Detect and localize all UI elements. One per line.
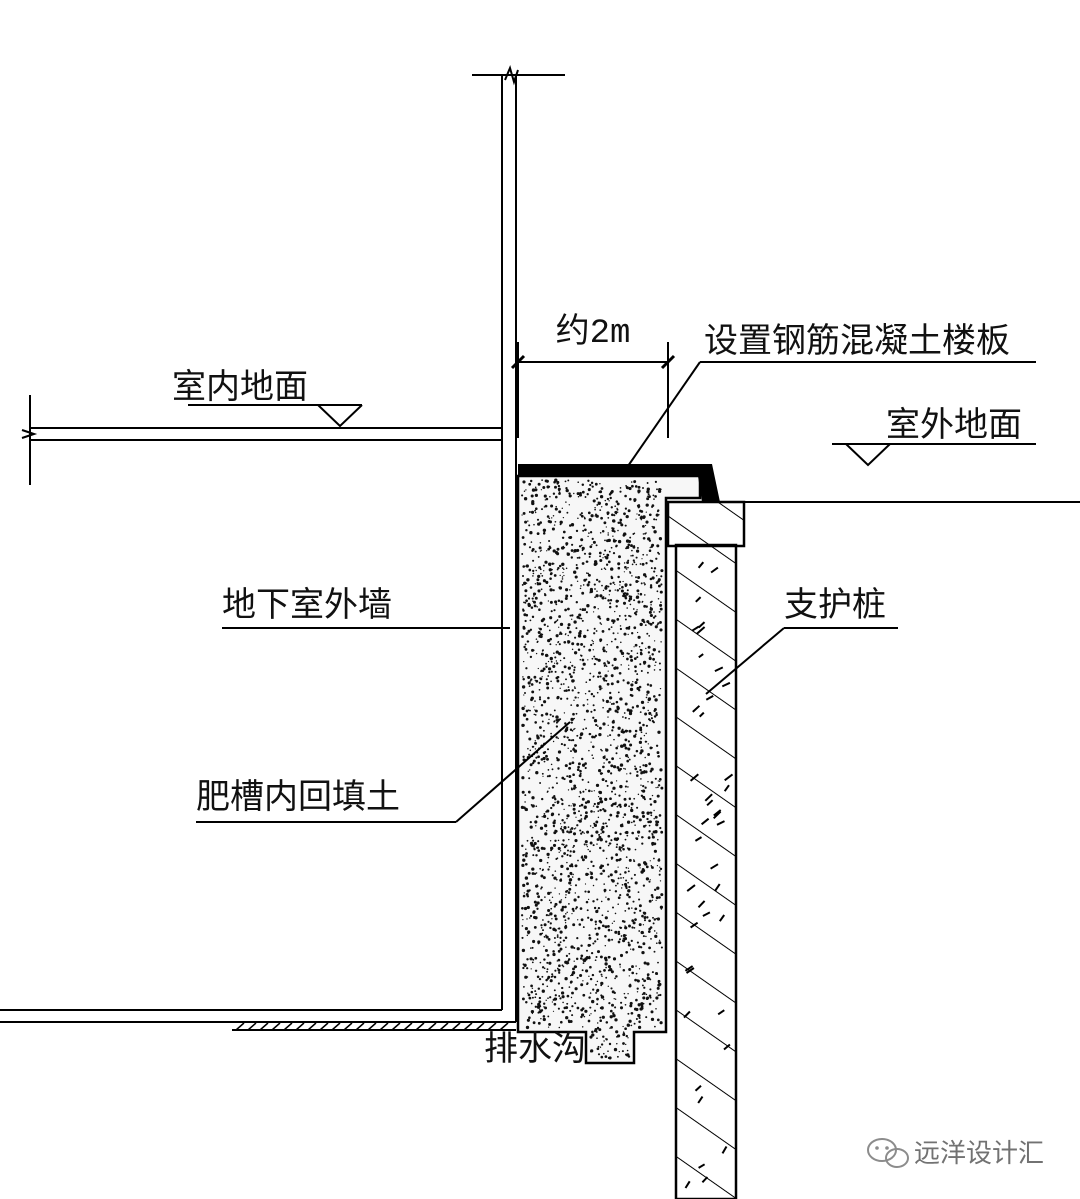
basement-wall-callout: 地下室外墙: [222, 585, 510, 629]
outdoor-ground-label: 室外地面: [886, 405, 1022, 445]
dimension-2m: 约2m: [510, 312, 676, 438]
drain-label: 排水沟: [484, 1029, 586, 1069]
watermark: 远洋设计汇: [867, 1138, 1044, 1169]
indoor-floor-slab: [21, 395, 502, 485]
watermark-text: 远洋设计汇: [914, 1139, 1044, 1169]
indoor-floor-label: 室内地面: [172, 367, 308, 407]
basement-wall: [472, 64, 565, 1022]
wechat-icon: [867, 1138, 909, 1168]
rc-slab-callout: 设置钢筋混凝土楼板: [627, 321, 1036, 467]
rc-slab-label: 设置钢筋混凝土楼板: [704, 321, 1010, 361]
retaining-pile-callout: 支护桩: [705, 585, 898, 695]
retaining-pile: [666, 500, 746, 1199]
indoor-floor-marker: 室内地面: [172, 367, 363, 428]
basement-bottom-slab: [0, 1009, 516, 1031]
dimension-label: 约2m: [556, 312, 631, 353]
basement-wall-label: 地下室外墙: [222, 585, 392, 625]
retaining-pile-label: 支护桩: [784, 585, 886, 625]
backfill-callout: 肥槽内回填土: [196, 721, 571, 823]
backfill-soil: [516, 474, 702, 1065]
backfill-label: 肥槽内回填土: [196, 777, 400, 817]
rc-slab: [518, 464, 720, 502]
outdoor-ground-marker: 室外地面: [832, 405, 1036, 467]
soil-hatch: [232, 1022, 516, 1031]
